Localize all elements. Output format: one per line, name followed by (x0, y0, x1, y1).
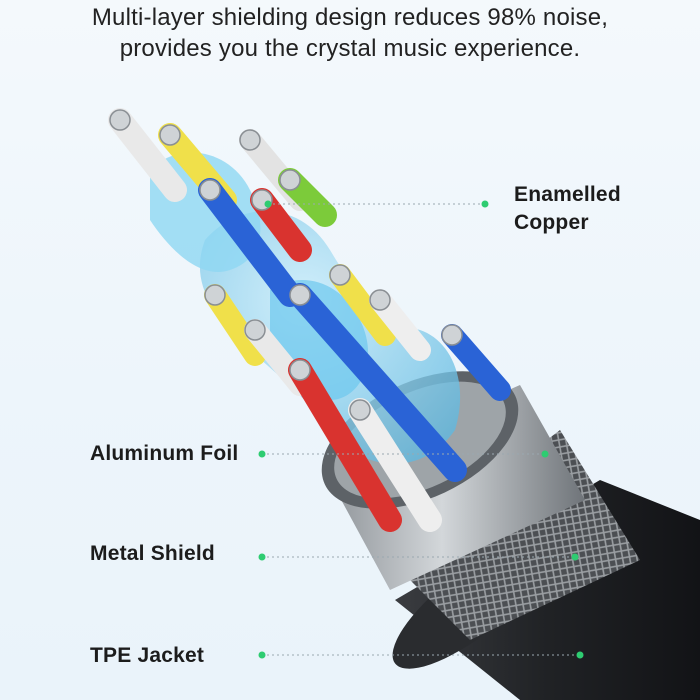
metal-shield-label: Metal Shield (90, 542, 215, 565)
callout-leaders (262, 203, 580, 656)
enamelled-copper-line-2: Copper (514, 211, 589, 234)
headline: Multi-layer shielding design reduces 98%… (0, 2, 700, 64)
headline-line-2: provides you the crystal music experienc… (119, 35, 581, 62)
headline-line-1: Multi-layer shielding design reduces 98%… (91, 4, 609, 31)
tpe-jacket-label: TPE Jacket (90, 644, 205, 667)
metal-shield-braid (390, 430, 640, 640)
callout-dots (258, 200, 584, 659)
enamelled-copper-label: Enamelled Copper (514, 181, 621, 237)
aluminum-foil-label: Aluminum Foil (90, 442, 239, 465)
enamelled-copper-line-1: Enamelled (514, 183, 621, 206)
